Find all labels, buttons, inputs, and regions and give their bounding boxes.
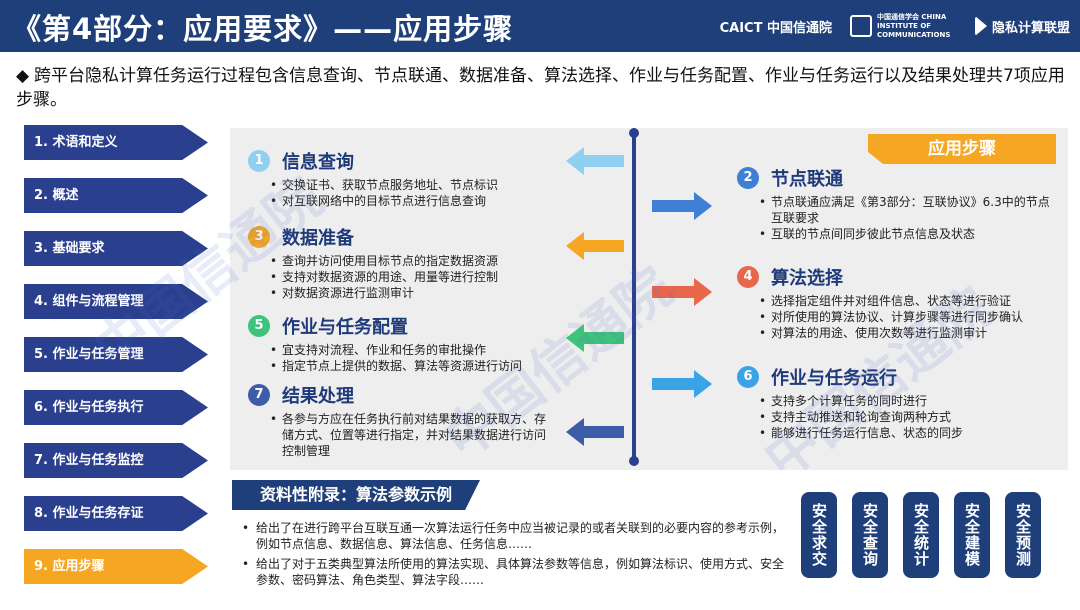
list-item: 指定节点上提供的数据、算法等资源进行访问 <box>270 358 558 374</box>
list-item: 交换证书、获取节点服务地址、节点标识 <box>270 177 558 193</box>
sidebar-item-terms[interactable]: 1. 术语和定义 <box>24 125 208 160</box>
step-number-badge: 4 <box>737 266 759 288</box>
step-number-badge: 2 <box>737 167 759 189</box>
step-title: 节点联通 <box>771 169 843 190</box>
list-item: 支持多个计算任务的同时进行 <box>759 393 1057 409</box>
intro-text: ◆跨平台隐私计算任务运行过程包含信息查询、节点联通、数据准备、算法选择、作业与任… <box>16 64 1066 112</box>
sidebar-item-basic-requirements[interactable]: 3. 基础要求 <box>24 231 208 266</box>
arrow-left-1-icon <box>566 147 624 175</box>
arrow-left-5-icon <box>566 324 624 352</box>
sidebar-item-job-execution[interactable]: 6. 作业与任务执行 <box>24 390 208 425</box>
sidebar-nav: 1. 术语和定义 2. 概述 3. 基础要求 4. 组件与流程管理 5. 作业与… <box>24 125 208 602</box>
list-item: 节点联通应满足《第3部分：互联协议》6.3中的节点互联要求 <box>759 194 1057 226</box>
alliance-mark-icon <box>974 16 987 36</box>
list-item: 查询并访问使用目标节点的指定数据资源 <box>270 253 558 269</box>
step-title: 结果处理 <box>282 386 354 407</box>
list-item: 互联的节点间同步彼此节点信息及状态 <box>759 226 1057 242</box>
appendix-title: 资料性附录：算法参数示例 <box>232 480 480 510</box>
step-number-badge: 5 <box>248 315 270 337</box>
logo-group: CAICT 中国信通院 中国通信学会 CHINA INSTITUTE OF CO… <box>720 10 1070 42</box>
header-bar: 《第4部分：应用要求》——应用步骤 CAICT 中国信通院 中国通信学会 CHI… <box>0 0 1080 52</box>
step-number-badge: 1 <box>248 150 270 172</box>
list-item: 各参与方应在任务执行前对结果数据的获取方、存储方式、位置等进行指定，并对结果数据… <box>270 411 548 459</box>
step-number-badge: 7 <box>248 384 270 406</box>
sidebar-item-overview[interactable]: 2. 概述 <box>24 178 208 213</box>
sidebar-item-job-evidence[interactable]: 8. 作业与任务存证 <box>24 496 208 531</box>
step-number-badge: 6 <box>737 366 759 388</box>
intro-sentence: 跨平台隐私计算任务运行过程包含信息查询、节点联通、数据准备、算法选择、作业与任务… <box>16 66 1065 110</box>
timeline-top-dot <box>629 128 639 138</box>
security-box-modeling[interactable]: 安全建模 <box>954 492 990 578</box>
arrow-right-4-icon <box>652 278 712 306</box>
step-title: 数据准备 <box>282 228 354 249</box>
sidebar-item-job-management[interactable]: 5. 作业与任务管理 <box>24 337 208 372</box>
steps-tag: 应用步骤 <box>868 134 1056 164</box>
cic-logo: 中国通信学会 CHINA INSTITUTE OF COMMUNICATIONS <box>849 12 957 40</box>
alliance-logo: 隐私计算联盟 <box>974 16 1070 36</box>
step-result-processing: 7 结果处理 各参与方应在任务执行前对结果数据的获取方、存储方式、位置等进行指定，… <box>248 382 548 459</box>
list-item: 对数据资源进行监测审计 <box>270 285 558 301</box>
list-item: 支持主动推送和轮询查询两种方式 <box>759 409 1057 425</box>
list-item: 宜支持对流程、作业和任务的审批操作 <box>270 342 558 358</box>
step-algorithm-select: 4 算法选择 选择指定组件并对组件信息、状态等进行验证对所使用的算法协议、计算步骤… <box>737 264 1062 341</box>
page-title: 《第4部分：应用要求》——应用步骤 <box>12 12 514 46</box>
step-node-connect: 2 节点联通 节点联通应满足《第3部分：互联协议》6.3中的节点互联要求互联的节点… <box>737 165 1057 242</box>
arrow-left-3-icon <box>566 232 624 260</box>
sidebar-item-component-process[interactable]: 4. 组件与流程管理 <box>24 284 208 319</box>
step-job-config: 5 作业与任务配置 宜支持对流程、作业和任务的审批操作指定节点上提供的数据、算法等… <box>248 313 558 374</box>
step-info-query: 1 信息查询 交换证书、获取节点服务地址、节点标识对互联网络中的目标节点进行信息查… <box>248 148 558 209</box>
security-box-psi[interactable]: 安全求交 <box>801 492 837 578</box>
list-item: 给出了在进行跨平台互联互通一次算法运行任务中应当被记录的或者关联到的必要内容的参… <box>240 520 790 552</box>
step-number-badge: 3 <box>248 226 270 248</box>
step-title: 算法选择 <box>771 268 843 289</box>
timeline-bottom-dot <box>629 456 639 466</box>
cic-logo-text: 中国通信学会 CHINA INSTITUTE OF COMMUNICATIONS <box>876 12 951 39</box>
list-item: 对所使用的算法协议、计算步骤等进行同步确认 <box>759 309 1062 325</box>
security-functions: 安全求交 安全查询 安全统计 安全建模 安全预测 <box>801 492 1041 578</box>
arrow-right-2-icon <box>652 192 712 220</box>
sidebar-item-job-monitoring[interactable]: 7. 作业与任务监控 <box>24 443 208 478</box>
caict-logo-text: CAICT 中国信通院 <box>719 20 832 36</box>
caict-logo: CAICT 中国信通院 <box>720 17 832 36</box>
list-item: 能够进行任务运行信息、状态的同步 <box>759 425 1057 441</box>
arrow-left-7-icon <box>566 418 624 446</box>
step-title: 信息查询 <box>282 152 354 173</box>
sidebar-item-application-steps[interactable]: 9. 应用步骤 <box>24 549 208 584</box>
step-title: 作业与任务运行 <box>771 368 897 389</box>
alliance-logo-text: 隐私计算联盟 <box>991 20 1070 36</box>
appendix-list: 给出了在进行跨平台互联互通一次算法运行任务中应当被记录的或者关联到的必要内容的参… <box>240 520 790 592</box>
step-title: 作业与任务配置 <box>282 317 408 338</box>
security-box-statistics[interactable]: 安全统计 <box>903 492 939 578</box>
list-item: 对互联网络中的目标节点进行信息查询 <box>270 193 558 209</box>
timeline-line <box>629 128 639 466</box>
security-box-prediction[interactable]: 安全预测 <box>1005 492 1041 578</box>
step-job-run: 6 作业与任务运行 支持多个计算任务的同时进行支持主动推送和轮询查询两种方式能够进… <box>737 364 1057 441</box>
security-box-query[interactable]: 安全查询 <box>852 492 888 578</box>
cic-mark-icon <box>849 15 872 37</box>
diamond-bullet-icon: ◆ <box>16 66 30 86</box>
list-item: 选择指定组件并对组件信息、状态等进行验证 <box>759 293 1062 309</box>
list-item: 对算法的用途、使用次数等进行监测审计 <box>759 325 1062 341</box>
list-item: 给出了对于五类典型算法所使用的算法实现、具体算法参数等信息，例如算法标识、使用方… <box>240 556 790 588</box>
list-item: 支持对数据资源的用途、用量等进行控制 <box>270 269 558 285</box>
arrow-right-6-icon <box>652 370 712 398</box>
step-data-prep: 3 数据准备 查询并访问使用目标节点的指定数据资源支持对数据资源的用途、用量等进行… <box>248 224 558 301</box>
